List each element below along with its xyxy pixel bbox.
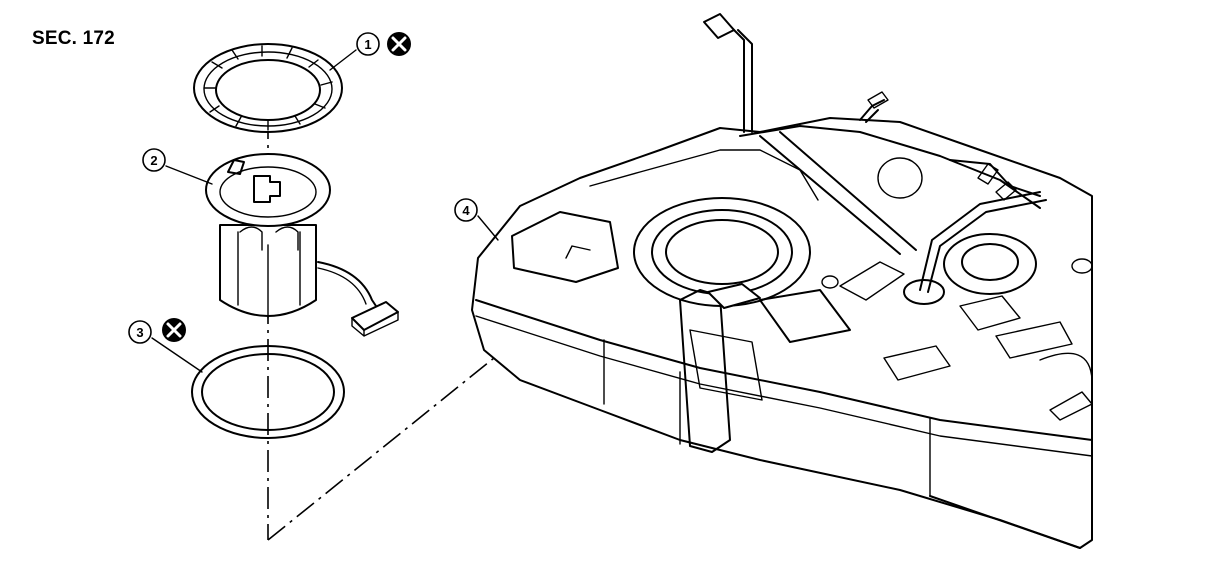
callout-number: 3	[136, 325, 143, 340]
callout-leaders	[151, 49, 499, 373]
callout-number: 1	[364, 37, 371, 52]
o-ring	[191, 345, 345, 439]
callout-2: 2	[142, 148, 166, 172]
callout-number: 4	[462, 203, 470, 218]
fuel-pump-assembly	[205, 153, 399, 337]
callout-3: 3	[128, 320, 152, 344]
callout-number: 2	[150, 153, 157, 168]
section-title: SEC. 172	[32, 28, 115, 49]
callout-1: 1	[356, 32, 380, 56]
callout-4: 4	[454, 198, 478, 222]
lock-ring	[193, 43, 343, 133]
do-not-reuse-icon	[162, 318, 186, 342]
fuel-tank	[471, 13, 1093, 549]
do-not-reuse-icon	[387, 32, 411, 56]
